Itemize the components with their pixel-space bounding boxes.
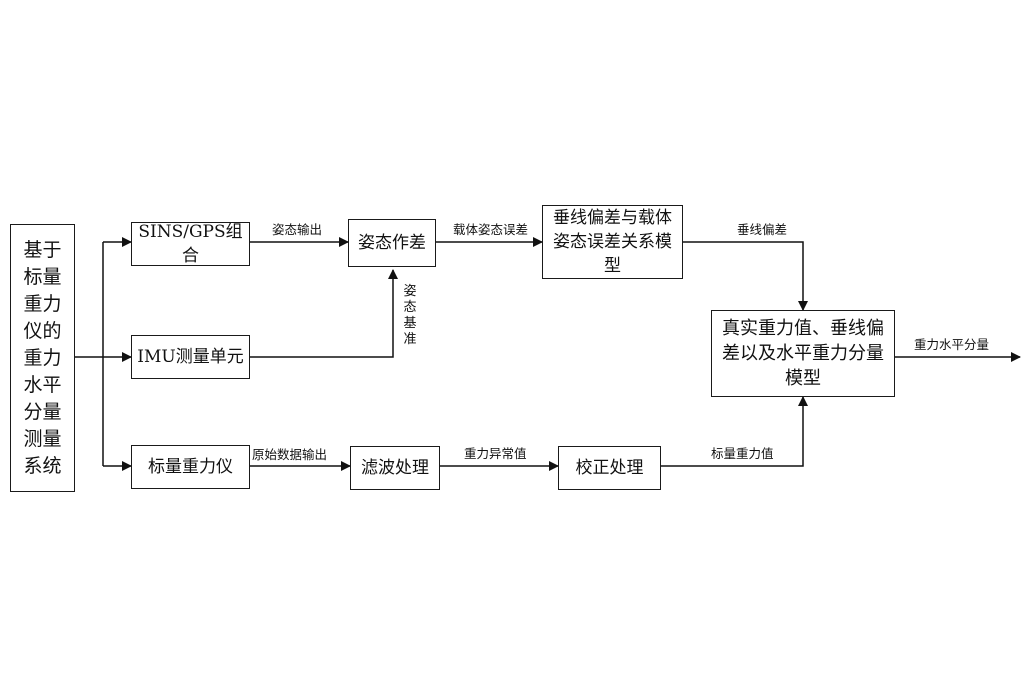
arrow-attitude-reference — [250, 269, 398, 358]
sins-gps-box: SINS/GPS组合 — [131, 222, 250, 266]
edge-label-attitude-reference: 姿态基准 — [403, 284, 417, 347]
system-box: 基于标量重力仪的重力水平分量测量系统 — [10, 224, 75, 492]
filter-box: 滤波处理 — [350, 446, 440, 490]
filter-label: 滤波处理 — [361, 458, 429, 478]
arrow-deflection — [683, 241, 808, 311]
edge-label-scalar-gravity: 标量重力值 — [711, 446, 774, 461]
imu-box: IMU测量单元 — [131, 335, 250, 379]
relation-model-box: 垂线偏差与载体姿态误差关系模型 — [542, 205, 683, 279]
gravimeter-box: 标量重力仪 — [131, 445, 250, 489]
edge-label-attitude-output: 姿态输出 — [272, 222, 323, 237]
final-model-box: 真实重力值、垂线偏差以及水平重力分量模型 — [711, 310, 895, 397]
final-model-label: 真实重力值、垂线偏差以及水平重力分量模型 — [722, 318, 884, 389]
edge-label-gravity-anomaly: 重力异常值 — [464, 446, 527, 461]
relation-model-label: 垂线偏差与载体姿态误差关系模型 — [553, 208, 672, 276]
gravimeter-label: 标量重力仪 — [148, 457, 233, 477]
imu-label: IMU测量单元 — [137, 347, 244, 367]
edge-label-deflection: 垂线偏差 — [737, 222, 788, 237]
edge-label-raw-output: 原始数据输出 — [252, 447, 328, 462]
system-label: 基于标量重力仪的重力水平分量测量系统 — [23, 238, 62, 477]
sins-gps-label: SINS/GPS组合 — [138, 222, 243, 266]
edge-label-horizontal-component: 重力水平分量 — [914, 337, 990, 352]
correction-box: 校正处理 — [558, 446, 661, 490]
attitude-diff-label: 姿态作差 — [358, 233, 426, 253]
arrow-scalar-gravity — [661, 396, 808, 467]
correction-label: 校正处理 — [575, 458, 644, 478]
edge-label-carrier-attitude-error: 载体姿态误差 — [453, 222, 529, 237]
attitude-diff-box: 姿态作差 — [348, 219, 436, 267]
